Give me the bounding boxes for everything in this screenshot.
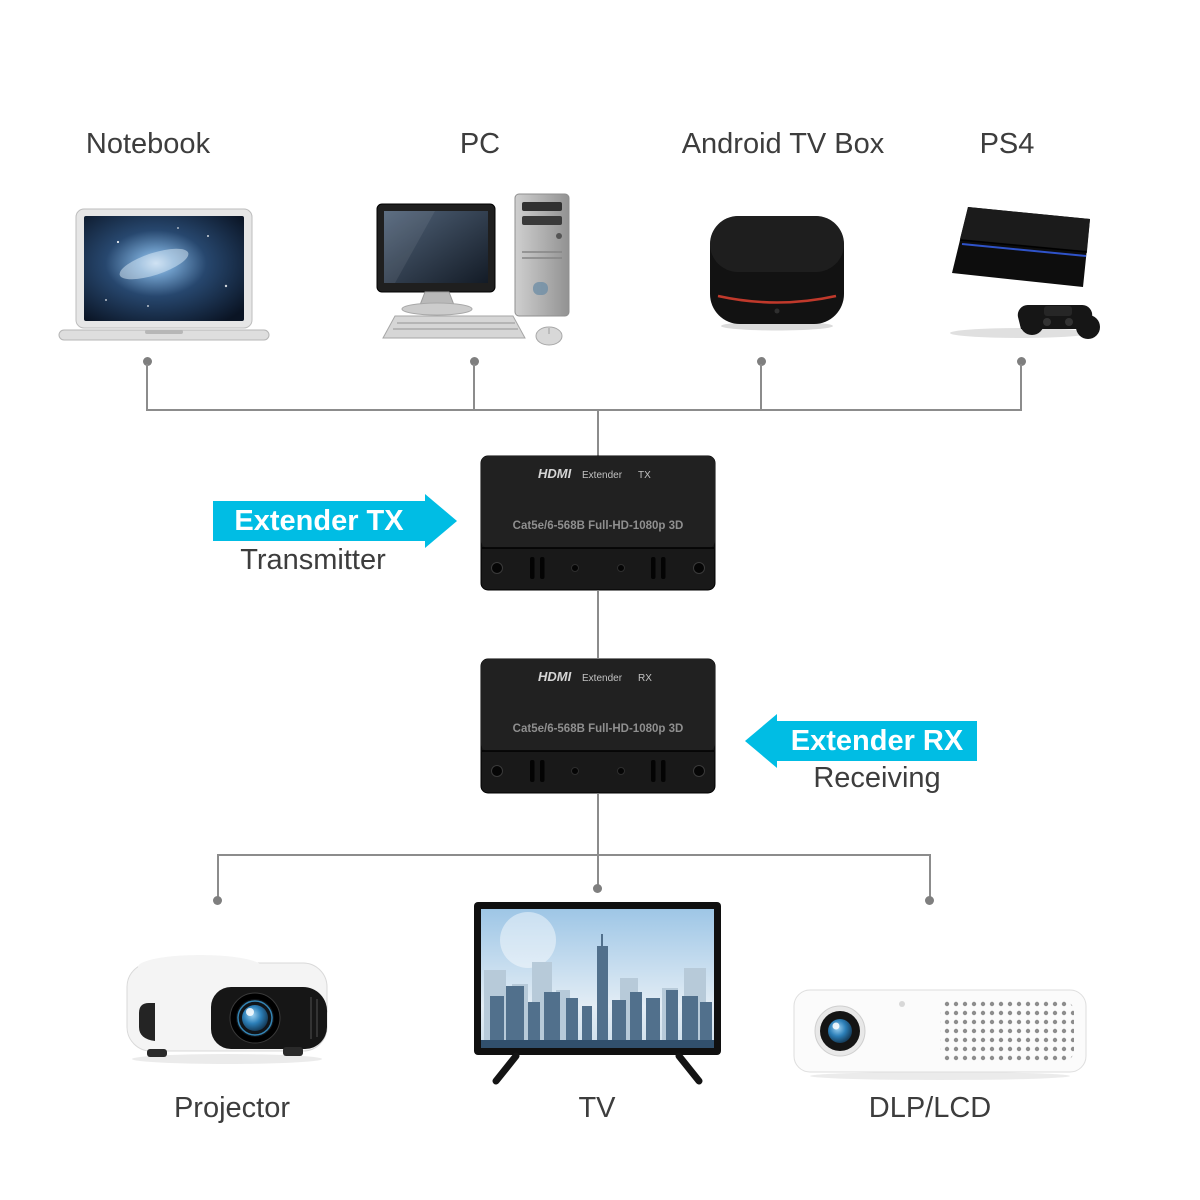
android-drop-line xyxy=(760,364,762,411)
dlp-lens xyxy=(814,1005,866,1057)
ps4-label: PS4 xyxy=(979,128,1035,160)
pc-label: PC xyxy=(459,128,501,160)
extender-tx-illustration: HDMI Extender TX Cat5e/6-568B Full-HD-10… xyxy=(480,455,716,591)
ps4-light-bar xyxy=(961,243,1087,257)
pc-keyboard xyxy=(382,315,526,339)
rx-callout-label: Extender RX xyxy=(777,721,977,761)
ps4-controller xyxy=(1017,304,1100,339)
dlp-speaker-grille xyxy=(940,1000,1074,1062)
pc-drop-line xyxy=(473,364,475,411)
dlp-drop-line xyxy=(929,856,931,898)
bus-to-tx-line xyxy=(597,411,599,458)
tv-label: TV xyxy=(578,1092,616,1124)
android-tv-box-label: Android TV Box xyxy=(681,128,885,160)
projector-label: Projector xyxy=(173,1092,291,1124)
bottom-bus-line xyxy=(217,854,931,856)
pc-illustration xyxy=(376,193,570,346)
notebook-connector-dot xyxy=(143,357,152,366)
rx-to-bus-line xyxy=(597,794,599,855)
tv-illustration xyxy=(474,902,721,1085)
tx-box-port: TX xyxy=(638,470,651,481)
rx-box-brand: HDMI xyxy=(538,669,572,684)
rx-caption: Receiving xyxy=(813,762,941,794)
rx-box-port: RX xyxy=(638,673,652,684)
notebook-illustration xyxy=(58,208,270,341)
rx-screw-left xyxy=(491,765,503,777)
tx-caption: Transmitter xyxy=(240,544,386,576)
tv-drop-line xyxy=(597,856,599,886)
rx-screw-right xyxy=(693,765,705,777)
projector-drop-line xyxy=(217,856,219,898)
top-bus-line xyxy=(146,409,1022,411)
tv-leg-right xyxy=(675,1052,703,1085)
android-tv-box-illustration xyxy=(710,216,844,331)
pc-mouse xyxy=(535,326,563,346)
tx-box-spec: Cat5e/6-568B Full-HD-1080p 3D xyxy=(513,520,684,532)
android-connector-dot xyxy=(757,357,766,366)
rx-box-model: Extender xyxy=(582,673,623,684)
ps4-illustration xyxy=(950,207,1100,339)
rx-box-spec: Cat5e/6-568B Full-HD-1080p 3D xyxy=(513,723,684,735)
tx-box-brand: HDMI xyxy=(538,466,572,481)
tv-screen xyxy=(481,909,714,1048)
notebook-drop-line xyxy=(146,364,148,411)
dlp-connector-dot xyxy=(925,896,934,905)
dlp-lcd-label: DLP/LCD xyxy=(868,1092,992,1124)
projector-illustration xyxy=(126,955,328,1064)
ps4-connector-dot xyxy=(1017,357,1026,366)
projector-lens xyxy=(229,992,281,1044)
pc-tower xyxy=(514,193,570,317)
extender-rx-illustration: HDMI Extender RX Cat5e/6-568B Full-HD-10… xyxy=(480,658,716,794)
tx-box-model: Extender xyxy=(582,470,623,481)
ps4-drop-line xyxy=(1020,364,1022,411)
notebook-label: Notebook xyxy=(85,128,211,160)
tv-connector-dot xyxy=(593,884,602,893)
android-box-accent-line xyxy=(717,294,837,304)
rx-callout: Extender RX xyxy=(745,714,977,768)
tx-to-rx-line xyxy=(597,591,599,658)
tx-screw-right xyxy=(693,562,705,574)
pc-monitor-screen xyxy=(384,211,488,283)
rx-arrow-left-icon xyxy=(745,714,777,768)
projector-connector-dot xyxy=(213,896,222,905)
dlp-lcd-illustration xyxy=(793,989,1087,1080)
tv-leg-left xyxy=(492,1052,520,1085)
tx-arrow-right-icon xyxy=(425,494,457,548)
pc-connector-dot xyxy=(470,357,479,366)
tx-callout-label: Extender TX xyxy=(213,501,425,541)
tx-screw-left xyxy=(491,562,503,574)
tx-callout: Extender TX xyxy=(213,494,457,548)
